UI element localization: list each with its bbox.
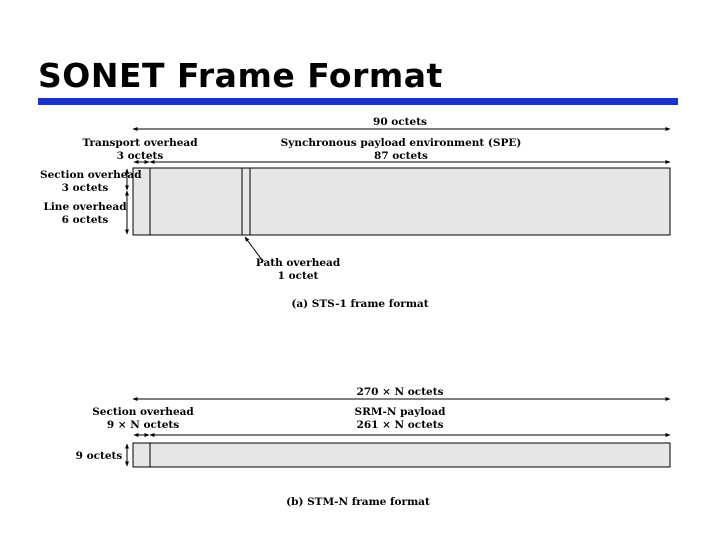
sts1-frame [132,167,671,236]
stmn-rows-label: 9 octets [75,450,123,462]
stmn-payload-octets: 261 × N octets [356,418,444,431]
title-underline [38,98,678,105]
sts1-line-octets: 6 octets [61,213,109,226]
sts1-transport-label: Transport overhead 3 octets [78,137,202,162]
sts1-path-overhead-pointer [244,236,263,261]
sts1-path-label: Path overhead 1 octet [248,257,348,282]
stmn-section-octets: 9 × N octets [106,418,180,431]
stmn-frame [132,442,671,468]
sts1-section-label: Section overhead 3 octets [40,169,142,194]
stmn-payload-label: SRM-N payload 261 × N octets [330,406,470,431]
stmn-frame-box [132,442,671,468]
page-title: SONET Frame Format [38,56,443,95]
sts1-spe-label: Synchronous payload environment (SPE) 87… [280,137,522,162]
stmn-total-label: 270 × N octets [356,386,444,398]
stmn-payload-title: SRM-N payload [354,406,446,418]
sts1-line-title: Line overhead [43,201,127,213]
stmn-caption: (b) STM-N frame format [286,496,430,508]
stmn-section-title: Section overhead [92,406,194,418]
sts1-path-title: Path overhead [255,257,341,269]
stmn-section-label: Section overhead 9 × N octets [88,406,198,431]
sts1-path-octets: 1 octet [277,269,319,282]
sts1-transport-title: Transport overhead [82,137,198,149]
sts1-section-octets: 3 octets [61,181,109,194]
sts1-frame-box [132,167,671,236]
sts1-spe-octets: 87 octets [374,149,428,162]
sts1-caption: (a) STS-1 frame format [291,298,429,310]
sts1-section-title: Section overhead [40,169,142,181]
sts1-total-label: 90 octets [373,116,427,128]
sts1-line-label: Line overhead 6 octets [40,201,130,226]
sts1-spe-title: Synchronous payload environment (SPE) [280,137,522,149]
sts1-transport-octets: 3 octets [116,149,164,162]
